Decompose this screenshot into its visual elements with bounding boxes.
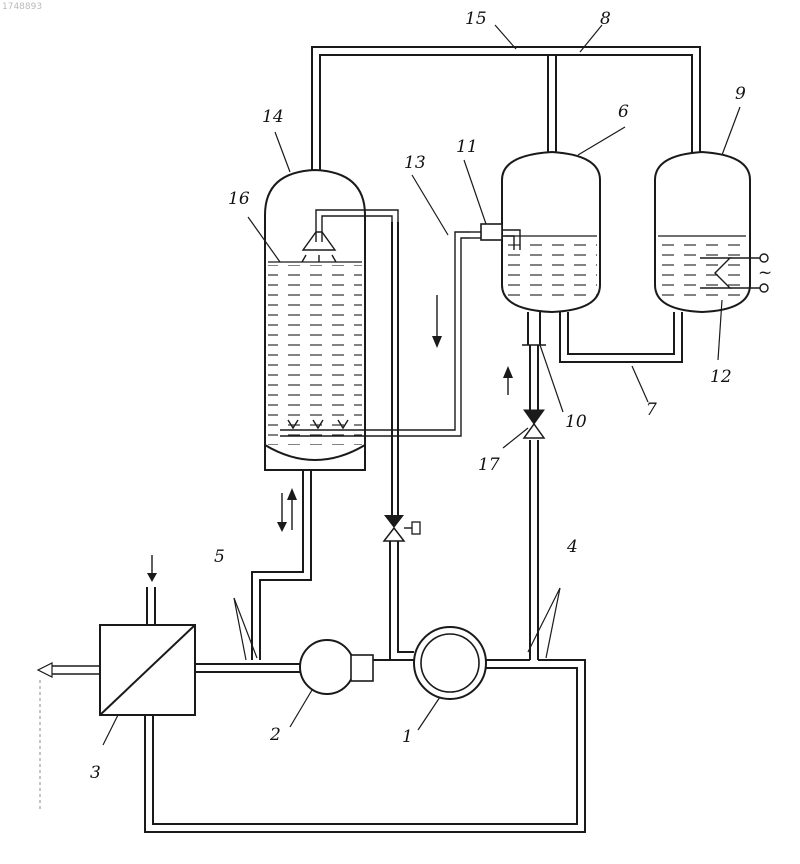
label-3: 3: [90, 763, 101, 783]
label-10: 10: [565, 412, 587, 432]
label-8: 8: [600, 9, 611, 29]
label-12: 12: [710, 367, 732, 387]
label-11: 11: [456, 137, 478, 157]
pump-2: [300, 640, 373, 694]
label-14: 14: [262, 107, 284, 127]
label-7: 7: [646, 400, 657, 420]
column-liquid: [268, 265, 362, 445]
label-4: 4: [566, 537, 578, 557]
top-header-pipes: [312, 47, 700, 170]
heater-vessel-9: [655, 152, 768, 312]
corner-code: 1748893: [2, 2, 42, 12]
label-5: 5: [214, 547, 225, 567]
absorber-column-14: [265, 170, 470, 470]
label-15: 15: [465, 9, 487, 29]
callout-lines: [103, 25, 740, 745]
terminal-icon: [760, 254, 768, 262]
ac-power-symbol: ~: [758, 263, 772, 283]
compressor-1: [414, 627, 486, 699]
label-16: 16: [228, 189, 250, 209]
label-9: 9: [735, 84, 746, 104]
check-valve-17: [524, 410, 544, 438]
main-line: [145, 660, 585, 832]
heat-exchanger-3: [38, 555, 195, 810]
spray-feed-line: [384, 222, 420, 660]
label-1: 1: [402, 727, 413, 747]
pipe-10-riser: [522, 312, 546, 660]
label-17: 17: [478, 455, 500, 475]
separator-vessel-6: [470, 152, 600, 312]
label-2: 2: [269, 725, 281, 745]
terminal-icon: [760, 284, 768, 292]
pipe-7: [560, 312, 682, 362]
label-6: 6: [618, 102, 629, 122]
label-13: 13: [404, 153, 426, 173]
